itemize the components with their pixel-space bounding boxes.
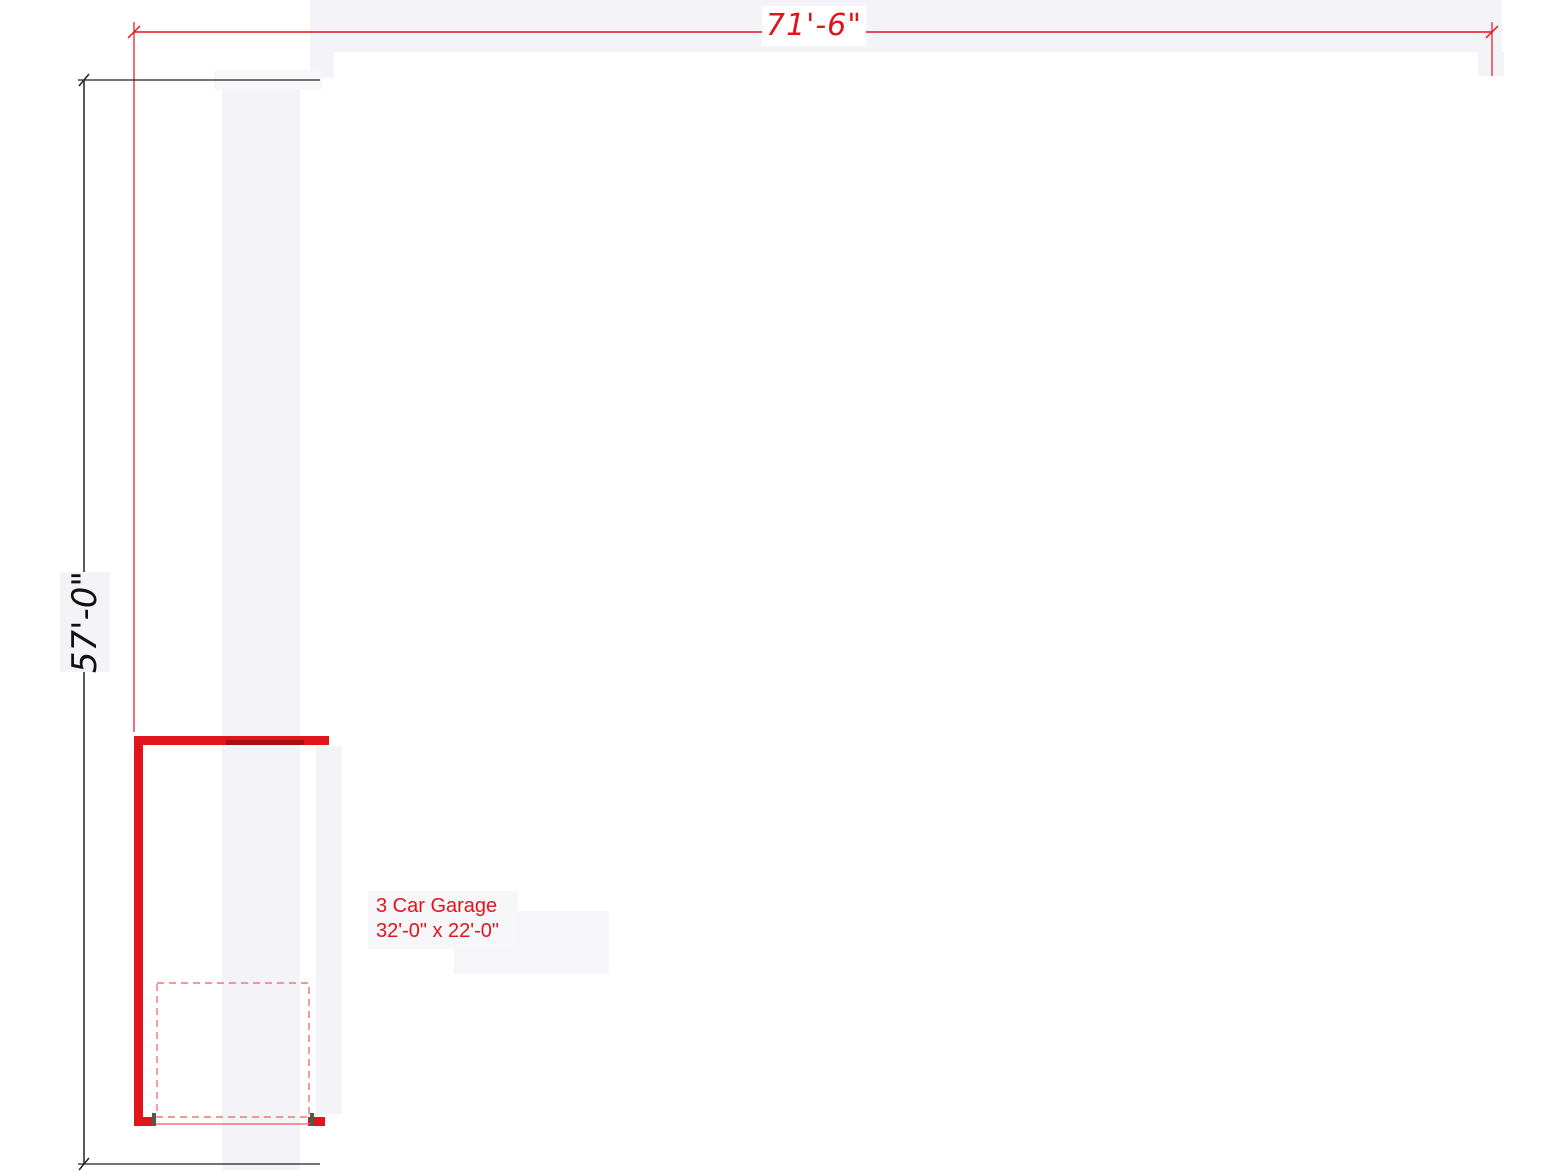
ghost-panel-top-right [1478, 52, 1504, 76]
width-tick-left [127, 25, 141, 39]
ghost-panel-column [222, 70, 300, 1170]
garage-room-size: 32'-0" x 22'-0" [376, 920, 500, 942]
overall-depth-label-box: 57'-0" [60, 571, 110, 673]
garage-room-name: 3 Car Garage [376, 895, 498, 917]
ghost-panel-top [310, 0, 1502, 52]
garage-door-dashed-outline [156, 982, 310, 1118]
garage-walls [134, 736, 329, 1126]
overall-depth-label: 57'-0" [65, 570, 105, 674]
depth-tick-bottom [78, 1157, 90, 1171]
garage-room-label: 3 Car Garage 32'-0" x 22'-0" [368, 891, 518, 949]
width-dimension [127, 22, 1499, 732]
ghost-panels [214, 0, 1504, 1170]
garage-wall-bottom-right [308, 1117, 325, 1126]
garage-wall-top-dark [226, 740, 304, 745]
ghost-panel-garage-right [316, 746, 342, 1114]
garage-door-jamb-right [310, 1113, 314, 1126]
garage-wall-bottom-left [134, 1117, 156, 1126]
garage-door [156, 982, 310, 1125]
garage-wall-left [134, 736, 143, 1126]
depth-tick-top [78, 73, 90, 87]
garage-door-jamb-left [152, 1113, 156, 1126]
overall-width-label: 71'-6" [762, 6, 866, 46]
width-tick-right [1485, 25, 1499, 39]
